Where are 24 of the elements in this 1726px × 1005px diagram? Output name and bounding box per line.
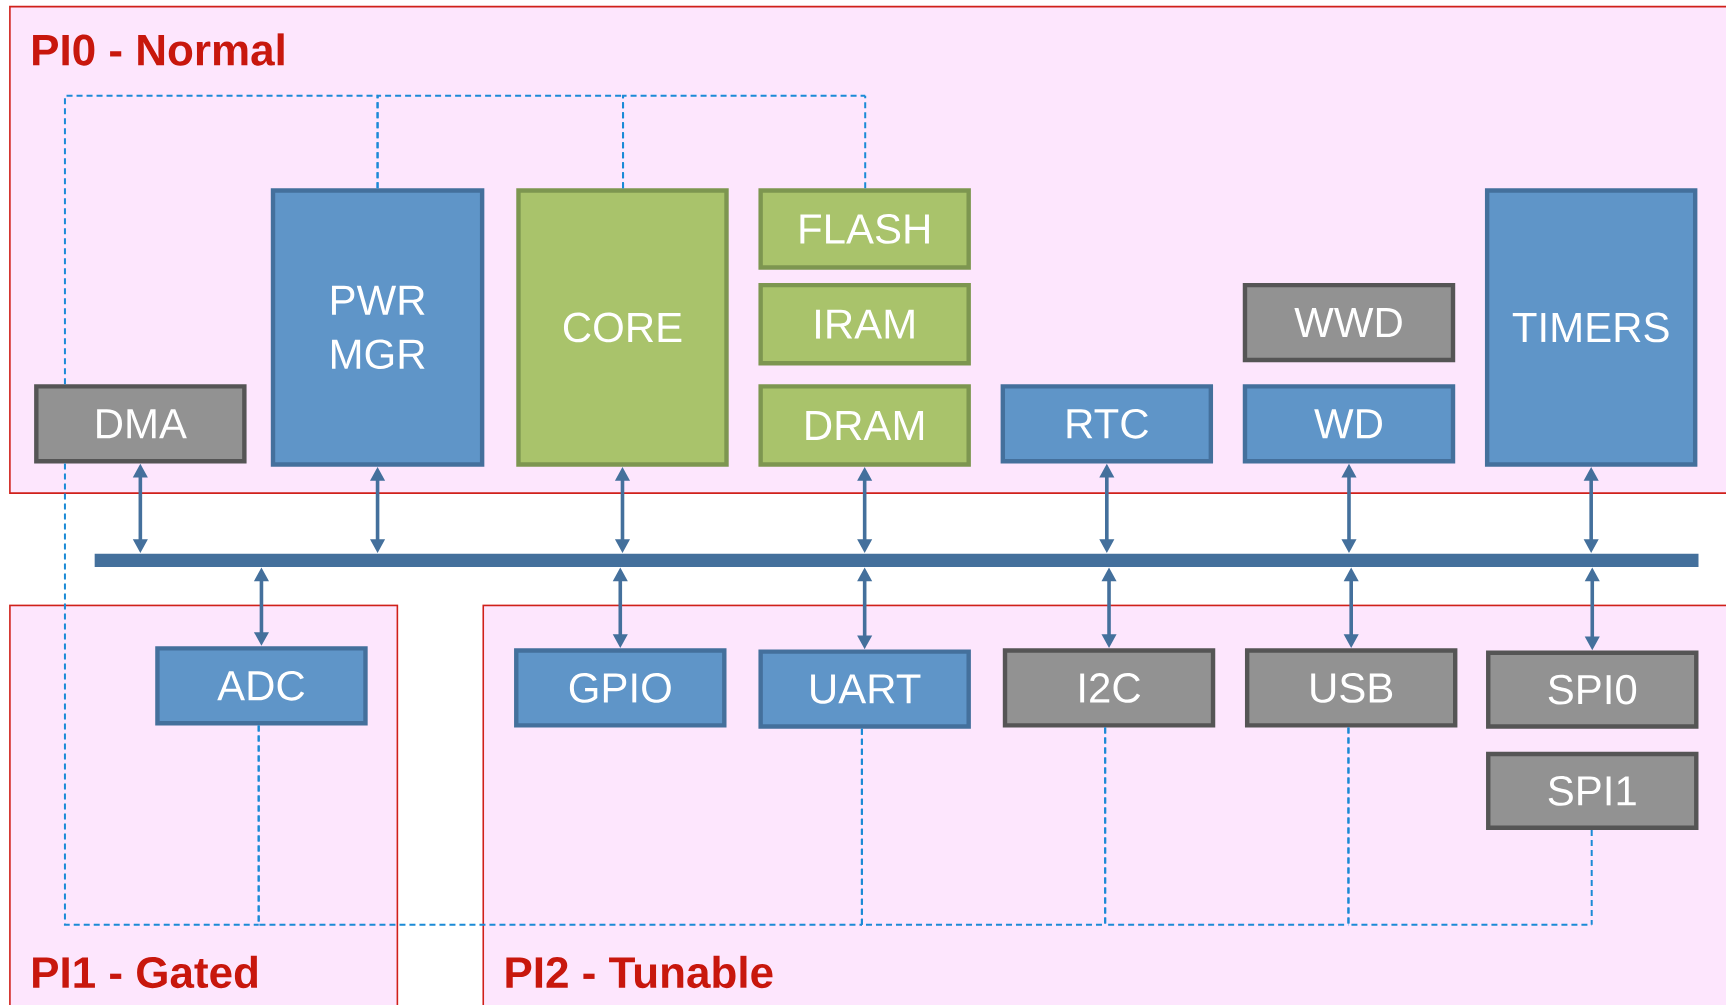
block-box: GPIO bbox=[514, 648, 727, 728]
block-box: CORE bbox=[516, 188, 729, 467]
block-box: USB bbox=[1244, 648, 1458, 728]
block-box: DRAM bbox=[758, 384, 971, 467]
block-box: RTC bbox=[1000, 384, 1214, 464]
dashed-connector bbox=[257, 724, 863, 926]
region-heading: PI0 - Normal bbox=[33, 33, 284, 66]
block-box: ADC bbox=[155, 646, 368, 726]
block-box: SPI0 bbox=[1486, 650, 1699, 729]
block-box: TIMERS bbox=[1484, 188, 1698, 467]
block-box: SPI1 bbox=[1486, 751, 1699, 830]
block-box: WWD bbox=[1242, 282, 1456, 363]
dashed-connector bbox=[1347, 726, 1593, 926]
block-box: PWR MGR bbox=[270, 188, 485, 467]
block-box: FLASH bbox=[758, 188, 971, 270]
dashed-connector bbox=[622, 94, 867, 190]
region-heading: PI2 - Tunable bbox=[506, 955, 773, 989]
region-heading: PI1 - Gated bbox=[33, 955, 258, 989]
block-box: WD bbox=[1242, 384, 1456, 464]
block-box: I2C bbox=[1002, 648, 1216, 728]
block-box: UART bbox=[758, 649, 971, 729]
block-box: IRAM bbox=[758, 282, 971, 366]
block-box: DMA bbox=[34, 384, 247, 464]
dashed-connector bbox=[63, 462, 260, 926]
